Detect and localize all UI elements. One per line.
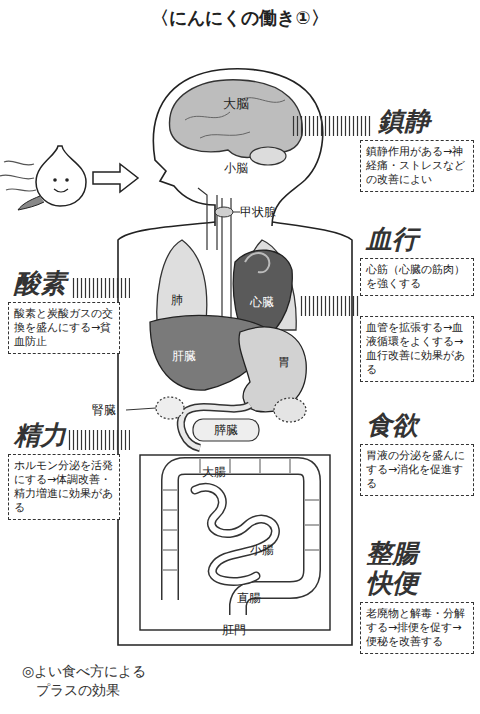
cerebellum-shape [250,147,286,165]
callout-node: 整腸 快便老廃物と解毒・分解する→排便を促す→便秘を改善する [360,538,474,654]
callout-node: 鎮静鎮静作用がある→神経痛・ストレスなどの改善によい [360,106,474,192]
kidney-shape [156,397,184,419]
organ-label: 大腸 [202,464,226,481]
callout-box: 心筋（心臓の筋肉）を強くする [360,258,474,296]
arrow-symbol [93,164,138,192]
abdomen-frame [140,455,330,630]
hatch-marks [72,278,130,298]
callout-heading: 鎮静 [360,106,438,136]
garlic-smile [54,189,68,192]
callout-box: 酸素と炭酸ガスの交換を盛んにする→貧血防止 [8,302,120,354]
organ-label: 腎臓 [92,402,116,419]
organ-label: 肛門 [222,622,246,639]
callout-box: 血管を拡張する→血液循環をよくする→血行改善に効果がある [360,316,474,382]
callout-box: 老廃物と解毒・分解する→排便を促す→便秘を改善する [360,602,474,654]
organ-label: 肺 [171,292,183,309]
callout-heading: 整腸 快便 [360,538,426,598]
caption-note: ◎よい食べ方による プラスの効果 [22,662,156,700]
callout-node: 精力ホルモン分泌を活発にする→体調改善・精力増進に効果がある [8,420,120,520]
callout-heading: 血行 [360,224,426,254]
callout-node: 酸素酸素と炭酸ガスの交換を盛んにする→貧血防止 [8,268,120,354]
motion-lines [0,161,36,191]
organ-label: 直腸 [237,590,261,607]
organ-label: 心臓 [250,294,274,311]
large-intestine [170,466,312,615]
callout-heading: 酸素 [8,268,74,298]
kidney-shape [274,398,306,422]
organ-label: 小腸 [250,542,274,559]
brain-shape [170,80,303,158]
garlic-character [36,146,86,206]
organ-label: 膵臓 [214,422,238,439]
thyroid-leader [233,212,240,213]
thyroid-shape [215,207,233,217]
organ-label: 甲状腺 [240,204,276,221]
organ-label: 胃 [278,354,290,371]
hatch-marks [300,296,360,316]
organ-label: 小脳 [224,160,248,177]
callout-node: 食欲胃液の分泌を盛んにする→消化を促進する [360,410,474,496]
organ-label: 肝臓 [172,348,196,365]
head-outline [153,69,322,226]
callout-box: ホルモン分泌を活発にする→体調改善・精力増進に効果がある [8,454,120,520]
callout-box: 鎮静作用がある→神経痛・ストレスなどの改善によい [360,140,474,192]
hatch-marks [68,430,130,450]
heart-vessel [245,253,269,272]
callout-box: 胃液の分泌を盛んにする→消化を促進する [360,444,474,496]
kidney-leader [126,408,156,410]
hatch-marks [292,116,372,136]
callout-node: 血行心筋（心臓の筋肉）を強くする [360,224,474,296]
torso-outline [118,222,352,645]
callout-heading: 食欲 [360,410,426,440]
small-intestine [195,487,275,581]
pancreas-shape [193,419,259,441]
callout-node: 血管を拡張する→血液循環をよくする→血行改善に効果がある [360,312,474,382]
organ-label: 大脳 [223,95,249,113]
garlic-cape [18,196,44,210]
callout-heading: 精力 [8,420,74,450]
diagram-title: 〈にんにくの働き①〉 [0,6,480,30]
